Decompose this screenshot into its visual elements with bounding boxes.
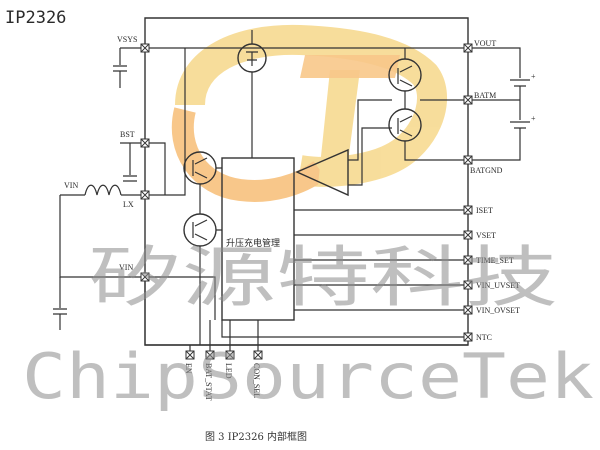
svg-text:VIN_OVSET: VIN_OVSET [476,306,520,315]
svg-text:VSET: VSET [476,231,496,240]
svg-text:EN: EN [184,363,193,374]
pin-time-set: TIME_SET [463,255,514,265]
pin-vin-ovset: VIN_OVSET [463,305,520,315]
svg-text:LED: LED [224,363,233,379]
pin-batm: BATM [463,91,496,105]
external-vin-label: VIN [64,181,78,190]
inductor [84,184,122,196]
svg-text:VOUT: VOUT [474,39,496,48]
pin-en: EN [184,350,195,374]
watermark-english: ChipSourceTek [22,340,594,413]
pin-vout: VOUT [463,39,496,53]
vin-capacitor [53,277,67,330]
svg-text:TIME_SET: TIME_SET [476,256,514,265]
pin-bat-stat: BAT_STAT [204,350,215,401]
battery-2 [510,121,530,129]
pin-vin: VIN [119,263,150,282]
svg-text:LX: LX [123,200,134,209]
chip-title: IP2326 [5,8,66,28]
svg-text:VIN: VIN [119,263,133,272]
pin-vsys: VSYS [117,35,150,53]
svg-text:+: + [531,114,536,123]
vsys-capacitor [113,65,127,88]
svg-text:BAT_STAT: BAT_STAT [204,363,213,401]
figure-caption: 图 3 IP2326 内部框图 [205,430,307,443]
pin-vset: VSET [463,230,496,240]
boost-charge-label: 升压充电管理 [226,237,280,249]
svg-text:ISET: ISET [476,206,493,215]
pin-batgnd: BATGND [463,155,503,175]
pin-vin-uvset: VIN_UVSET [463,280,520,290]
watermark-chinese: 矽源特科技 [88,239,558,316]
pin-ntc: NTC [463,332,492,342]
svg-text:+: + [531,72,536,81]
svg-text:BATM: BATM [474,91,496,100]
pin-led: LED [224,350,235,379]
svg-text:BATGND: BATGND [470,166,503,175]
pin-iset: ISET [463,205,493,215]
svg-text:VIN_UVSET: VIN_UVSET [476,281,520,290]
pin-bst: BST [120,130,150,148]
bst-capacitor [123,175,137,182]
pin-con-sel: CON_SEL [252,350,263,398]
battery-1 [510,79,530,87]
error-amplifier [295,148,349,197]
svg-text:VSYS: VSYS [117,35,137,44]
svg-text:NTC: NTC [476,333,492,342]
svg-text:BST: BST [120,130,135,139]
svg-text:CON_SEL: CON_SEL [252,363,261,398]
pin-lx: LX [123,190,150,209]
